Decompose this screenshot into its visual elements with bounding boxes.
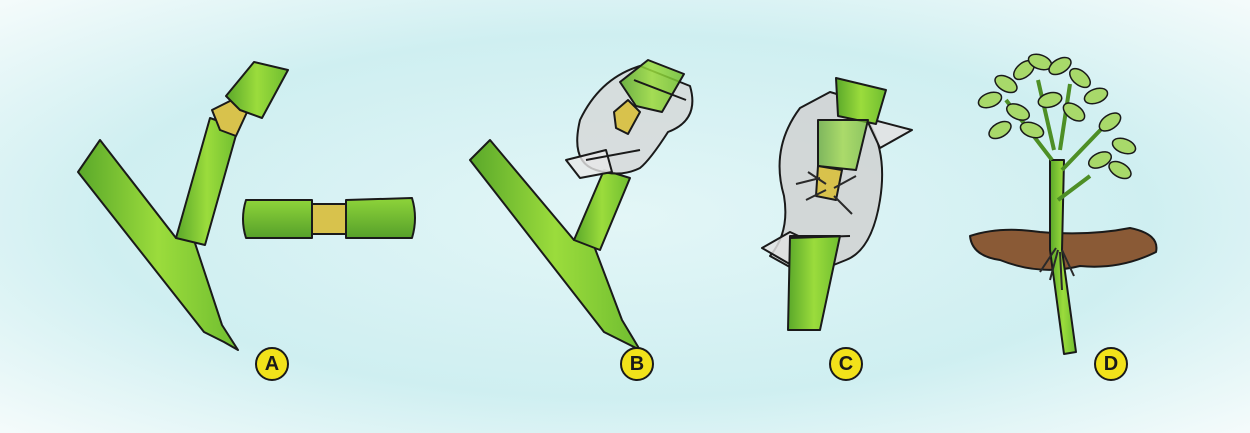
step-label-b: B — [620, 347, 654, 381]
detached-stem-left — [243, 200, 312, 238]
detached-ring-cut — [312, 204, 346, 234]
detached-stem-right — [346, 198, 415, 238]
step-label-c: C — [829, 347, 863, 381]
step-label-a: A — [255, 347, 289, 381]
step-label-d: D — [1094, 347, 1128, 381]
